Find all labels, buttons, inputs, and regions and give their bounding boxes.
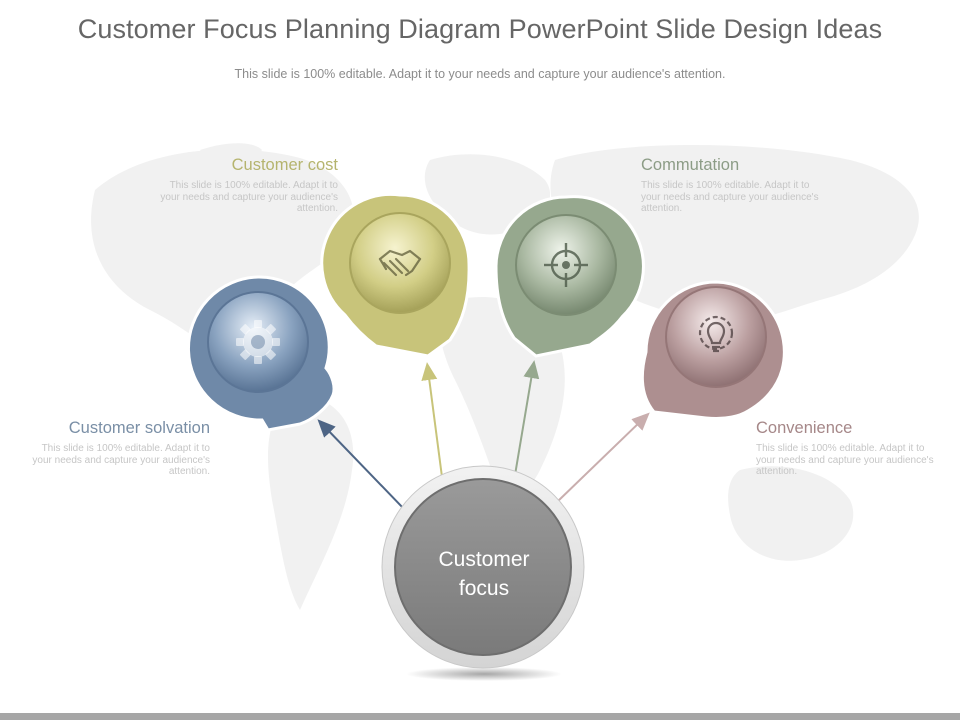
desc-customer-cost: This slide is 100% editable. Adapt it to… bbox=[160, 180, 338, 214]
crosshair-icon bbox=[544, 243, 588, 287]
center-label-line2: focus bbox=[458, 577, 510, 600]
arrows bbox=[317, 360, 650, 511]
bottom-bar bbox=[0, 713, 960, 720]
label-customer-cost: Customer cost bbox=[231, 156, 338, 174]
center-hub bbox=[381, 465, 585, 681]
pin-commutation bbox=[494, 195, 645, 358]
label-commutation: Commutation bbox=[641, 156, 740, 174]
slide-title: Customer Focus Planning Diagram PowerPoi… bbox=[77, 14, 883, 44]
desc-customer-solvation: This slide is 100% editable. Adapt it to… bbox=[32, 443, 210, 477]
desc-convenience: This slide is 100% editable. Adapt it to… bbox=[756, 443, 934, 477]
label-convenience: Convenience bbox=[756, 419, 853, 437]
label-customer-solvation: Customer solvation bbox=[68, 419, 210, 437]
lightbulb-gear-icon bbox=[698, 315, 734, 353]
slide-subtitle: This slide is 100% editable. Adapt it to… bbox=[234, 67, 726, 81]
handshake-icon bbox=[378, 249, 422, 277]
center-label-line1: Customer bbox=[438, 548, 530, 571]
pin-convenience bbox=[640, 280, 786, 420]
arrow-cost bbox=[421, 362, 443, 478]
pin-customer-solvation bbox=[187, 275, 336, 432]
gear-icon bbox=[236, 320, 280, 364]
desc-commutation: This slide is 100% editable. Adapt it to… bbox=[641, 180, 819, 214]
arrow-convenience bbox=[556, 412, 650, 503]
arrow-commutation bbox=[514, 360, 540, 476]
center-label: Customer focus bbox=[400, 545, 568, 603]
pin-customer-cost bbox=[320, 192, 471, 358]
arrow-solvation bbox=[317, 419, 406, 511]
